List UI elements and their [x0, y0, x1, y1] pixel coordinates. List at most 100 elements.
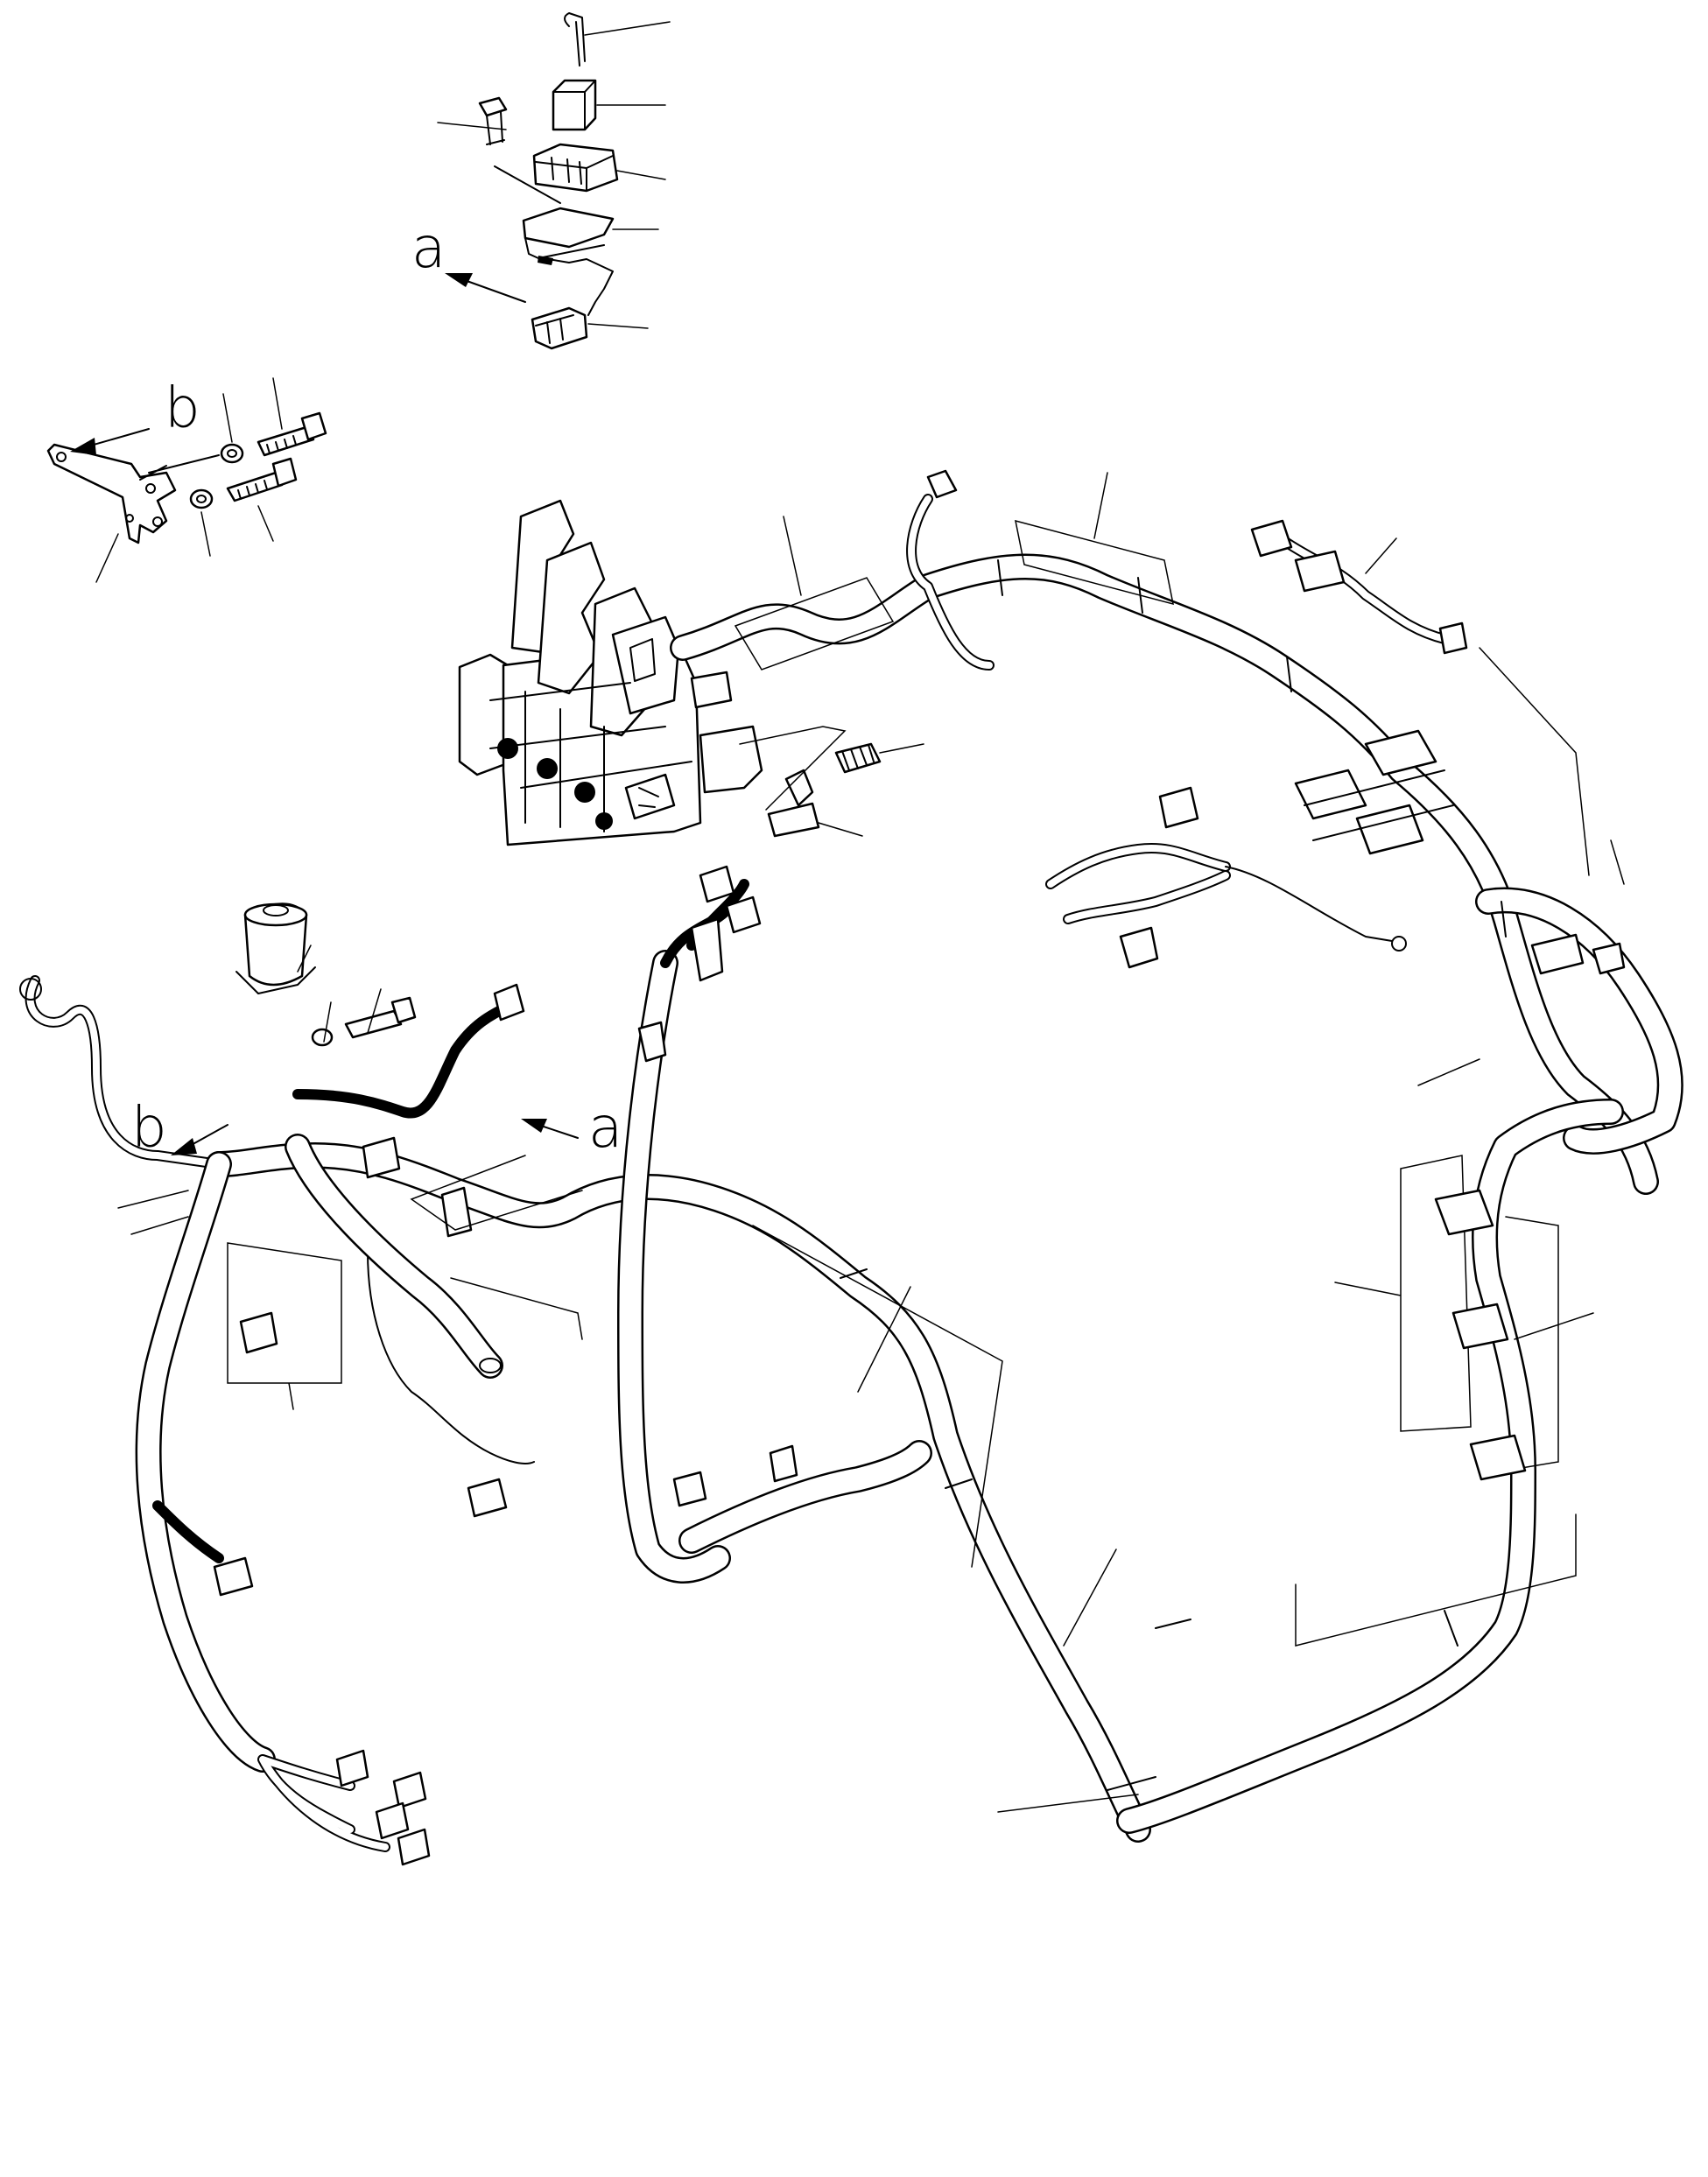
- connector-filter: [440, 1186, 473, 1238]
- connector-right-lower: [1530, 933, 1585, 975]
- washer-part: [311, 1028, 334, 1047]
- valve-housing-edge: [489, 682, 692, 832]
- valve-tag: [624, 773, 676, 820]
- connector-top: [926, 469, 958, 499]
- filter-cap-top: [263, 904, 289, 916]
- bolt-shank: [486, 111, 505, 145]
- hanging-plug: [467, 1478, 508, 1518]
- view-arrow-b-lower-line: [187, 1124, 228, 1148]
- connector-top-center: [699, 865, 735, 903]
- connector-small: [672, 1471, 707, 1507]
- view-arrow-a-line: [459, 277, 526, 303]
- filter-bracket: [235, 966, 316, 994]
- diagonal-hose-fill: [286, 1135, 502, 1377]
- bolt-shank: [226, 471, 284, 502]
- bolt-guide-line: [494, 165, 561, 204]
- valve-port: [497, 738, 518, 759]
- pilot-valve-block: [458, 499, 763, 846]
- connector-center: [1158, 786, 1199, 829]
- bolt-thread: [266, 435, 297, 454]
- pigtail-terminal: [538, 256, 553, 265]
- relay-bracket-assembly: a: [411, 12, 671, 350]
- view-arrow-a-lower-line: [538, 1124, 579, 1139]
- left-loop-wire: [25, 975, 224, 1169]
- bolt-head: [271, 457, 298, 488]
- bolt-thread: [237, 480, 268, 500]
- bottom-harness-run-fill: [1118, 1100, 1622, 1832]
- fuse-block-part: [532, 143, 619, 193]
- valve-port: [537, 758, 558, 779]
- lever-2: [537, 541, 606, 695]
- bracket-plate-part: [522, 207, 615, 249]
- callout-box: [734, 577, 895, 671]
- bottom-harness-run: [1116, 1099, 1624, 1834]
- bracket-hole: [145, 483, 156, 494]
- leader-lines-left: [117, 1190, 189, 1235]
- valve-callout-bracket: [739, 726, 847, 811]
- center-vertical-harness-fill: [619, 952, 729, 1582]
- lever-knob-detail: [629, 638, 656, 682]
- connector-center: [1119, 926, 1159, 969]
- callout-lines-lower: [410, 1155, 583, 1340]
- leader-lines-filter: [297, 945, 382, 1043]
- valve-accessories: [739, 726, 924, 838]
- clamp-part: [1434, 1189, 1494, 1236]
- hose-end: [479, 1358, 502, 1373]
- connector-plug-part: [531, 306, 588, 350]
- branch-wire-fill: [908, 495, 993, 669]
- view-label-a-lower: a: [588, 1096, 622, 1161]
- bolt-part: [344, 1009, 403, 1039]
- bracket-hole: [56, 452, 67, 462]
- center-harness-branch-fill: [1047, 845, 1229, 923]
- left-branch-wire: [152, 1500, 224, 1563]
- callout-lines-bottom: [752, 1225, 1577, 1813]
- bracket-hole: [152, 516, 163, 527]
- connector-right: [1294, 550, 1346, 593]
- center-branch-harness-fill: [680, 1442, 931, 1552]
- leader-lines-top: [437, 21, 671, 329]
- valve-connector: [690, 671, 733, 709]
- connector-right: [1250, 519, 1293, 558]
- connector-right: [1438, 621, 1468, 655]
- view-arrow-a-lower-head: [521, 1119, 547, 1133]
- bracket-guide: [139, 454, 220, 481]
- grommet-part: [784, 769, 814, 807]
- callout-box-right: [1334, 1155, 1594, 1471]
- callout-box-lower-left: [227, 1242, 342, 1410]
- mount-bracket-assembly: b: [46, 376, 327, 583]
- clamp-part: [1451, 1303, 1509, 1350]
- bolt-head: [390, 996, 417, 1024]
- connector-left-mid: [239, 1311, 278, 1354]
- valve-port: [595, 812, 613, 830]
- valve-port: [574, 782, 595, 803]
- view-label-a-top: a: [411, 216, 446, 281]
- leader-lines-valve-parts: [818, 743, 924, 837]
- relay-box: [1355, 804, 1424, 855]
- left-vertical-harness-fill: [137, 1153, 274, 1771]
- connector-bottom-left: [392, 1771, 427, 1809]
- harness-ties: [840, 1268, 1458, 1791]
- lever-knob: [611, 615, 680, 715]
- main-harness-upper-fill: [671, 556, 1657, 1193]
- ground-terminal: [1391, 936, 1407, 952]
- mount-bracket-part: [46, 443, 177, 544]
- left-loop-wire-fill: [26, 977, 222, 1168]
- bottom-left-wires-fill: [259, 1756, 389, 1850]
- leader-lines-bracket: [95, 377, 283, 583]
- view-label-b-left: b: [165, 376, 200, 441]
- harness-clamps: [997, 559, 1507, 938]
- main-harness-upper: [670, 553, 1659, 1195]
- grommet-base: [767, 802, 820, 838]
- connector-filter: [493, 983, 525, 1022]
- connector-small: [769, 1444, 798, 1483]
- valve-tag-detail: [638, 787, 659, 808]
- leader-lines-upper-right: [1365, 537, 1625, 1086]
- clip-part: [564, 12, 586, 67]
- bolt-head: [300, 411, 327, 441]
- hanging-wire: [367, 1251, 535, 1464]
- connector-bottom-left: [375, 1801, 410, 1840]
- connector-small: [637, 1021, 667, 1063]
- view-label-b-lower: b: [131, 1096, 167, 1161]
- relay-box-edge: [1304, 769, 1454, 841]
